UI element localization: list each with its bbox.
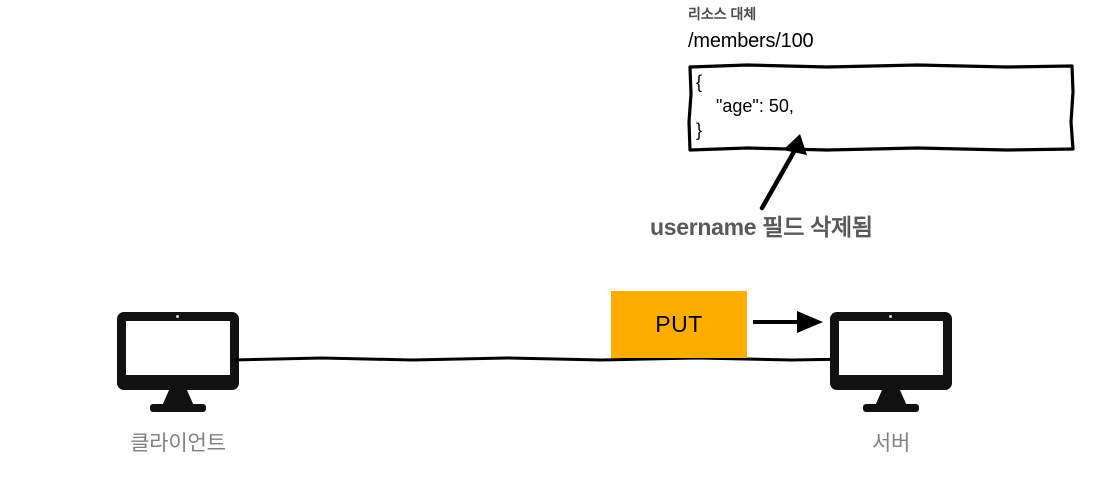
monitor-stand-base	[150, 404, 206, 412]
client-monitor-icon	[117, 312, 239, 412]
request-body-box: { "age": 50, }	[687, 62, 1075, 152]
monitor-screen	[839, 321, 943, 375]
client-server-connection-line	[232, 356, 852, 362]
sketch-rectangle-border	[687, 63, 1075, 152]
put-method-label: PUT	[655, 311, 703, 337]
resource-path-text: /members/100	[688, 30, 814, 52]
client-label: 클라이언트	[130, 432, 226, 455]
server-label: 서버	[871, 432, 911, 455]
monitor-stand-neck	[875, 390, 907, 406]
request-direction-arrow-icon	[753, 311, 823, 333]
monitor-screen	[126, 321, 230, 375]
resource-replace-annotation: 리소스 대체	[688, 6, 757, 22]
request-body-json: { "age": 50, }	[696, 72, 794, 140]
username-deleted-caption: username 필드 삭제됨	[650, 214, 873, 240]
monitor-stand-neck	[162, 390, 194, 406]
put-method-box: PUT	[611, 291, 747, 358]
monitor-camera-dot	[176, 315, 179, 318]
callout-arrow-icon	[759, 134, 807, 211]
monitor-stand-base	[863, 404, 919, 412]
monitor-camera-dot	[889, 315, 892, 318]
server-monitor-icon	[830, 312, 952, 412]
